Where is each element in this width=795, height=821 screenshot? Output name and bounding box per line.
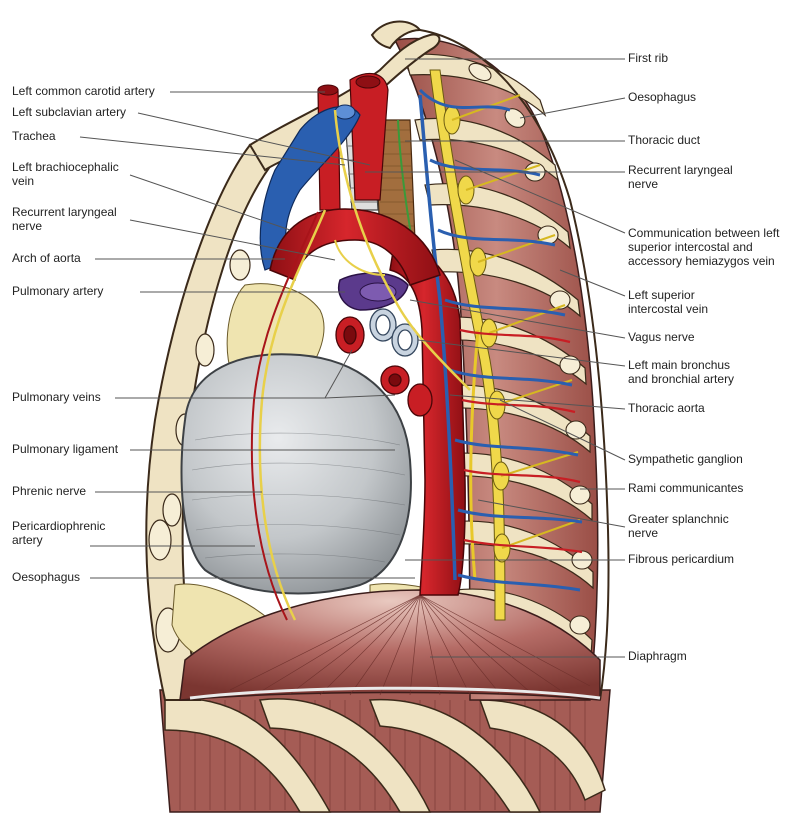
lower-rib-cage [160, 690, 610, 812]
label-phrenic-nerve: Phrenic nerve [12, 484, 86, 498]
label-oesophagus-right: Oesophagus [628, 90, 696, 104]
label-left-main-bronchus: Left main bronchus and bronchial artery [628, 358, 734, 386]
label-pericardiophrenic-artery: Pericardiophrenic artery [12, 519, 105, 547]
label-left-common-carotid-artery: Left common carotid artery [12, 84, 155, 98]
label-thoracic-duct: Thoracic duct [628, 133, 700, 147]
label-recurrent-laryngeal-nerve-right: Recurrent laryngeal nerve [628, 163, 733, 191]
label-recurrent-laryngeal-nerve-left: Recurrent laryngeal nerve [12, 205, 117, 233]
label-communication-intercostal-hemiazygos: Communication between left superior inte… [628, 226, 779, 268]
label-greater-splanchnic-nerve: Greater splanchnic nerve [628, 512, 729, 540]
label-first-rib: First rib [628, 51, 668, 65]
label-trachea: Trachea [12, 129, 56, 143]
label-oesophagus-left: Oesophagus [12, 570, 80, 584]
label-left-subclavian-artery: Left subclavian artery [12, 105, 126, 119]
label-pulmonary-veins: Pulmonary veins [12, 390, 101, 404]
label-fibrous-pericardium: Fibrous pericardium [628, 552, 734, 566]
label-left-brachiocephalic-vein: Left brachiocephalic vein [12, 160, 119, 188]
label-pulmonary-ligament: Pulmonary ligament [12, 442, 118, 456]
label-rami-communicantes: Rami communicantes [628, 481, 743, 495]
label-thoracic-aorta: Thoracic aorta [628, 401, 705, 415]
label-arch-of-aorta: Arch of aorta [12, 251, 81, 265]
label-left-superior-intercostal-vein: Left superior intercostal vein [628, 288, 708, 316]
label-sympathetic-ganglion: Sympathetic ganglion [628, 452, 743, 466]
label-vagus-nerve: Vagus nerve [628, 330, 695, 344]
pericardium [182, 354, 411, 593]
label-pulmonary-artery: Pulmonary artery [12, 284, 103, 298]
label-diaphragm: Diaphragm [628, 649, 687, 663]
